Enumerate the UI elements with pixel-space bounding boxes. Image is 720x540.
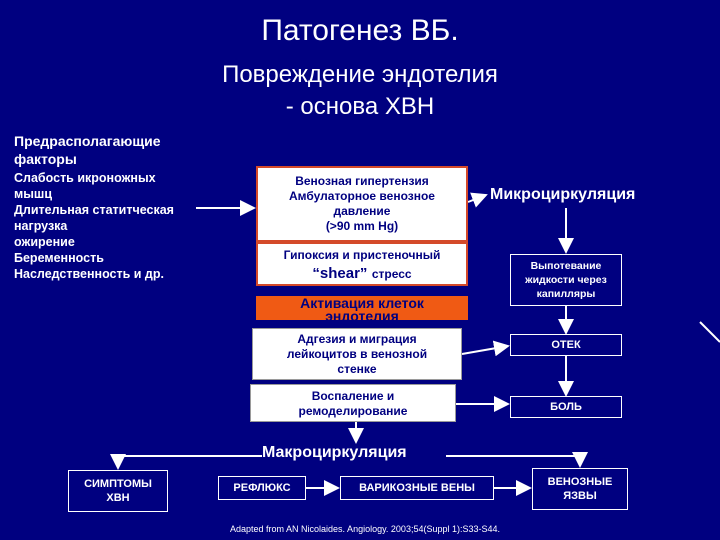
reflux-label: РЕФЛЮКС — [233, 482, 291, 494]
venous-hypertension-box: Венозная гипертензия Амбулаторное венозн… — [256, 166, 468, 242]
adhesion-box: Адгезия и миграция лейкоцитов в венозной… — [252, 328, 462, 380]
box-line: Амбулаторное венозное — [289, 189, 435, 203]
box-line: Выпотевание — [530, 260, 602, 272]
predisposing-list: Слабость икроножных мышц Длительная стат… — [14, 170, 214, 282]
list-item: нагрузка — [14, 219, 68, 233]
ulcers-box: ВЕНОЗНЫЕ ЯЗВЫ — [532, 468, 628, 510]
box-line: лейкоцитов в венозной — [286, 347, 428, 361]
list-item: Слабость икроножных — [14, 171, 156, 185]
reflux-box: РЕФЛЮКС — [218, 476, 306, 500]
subtitle-line1: Повреждение эндотелия — [222, 61, 498, 88]
shear-label: “shear” — [312, 265, 368, 282]
varicose-box: ВАРИКОЗНЫЕ ВЕНЫ — [340, 476, 494, 500]
list-item: Наследственность и др. — [14, 267, 164, 281]
inflammation-box: Воспаление и ремоделирование — [250, 384, 456, 422]
box-line: эндотелия — [325, 308, 399, 320]
box-line: жидкости через — [525, 274, 607, 286]
box-line: Венозная гипертензия — [295, 174, 429, 188]
predisposing-heading-line1: Предрасполагающие — [14, 133, 161, 149]
box-line: (>90 mm Hg) — [325, 219, 399, 233]
pain-label: БОЛЬ — [550, 401, 582, 413]
pain-box: БОЛЬ — [510, 396, 622, 418]
leakage-box: Выпотевание жидкости через капилляры — [510, 254, 622, 306]
stress-label: стресс — [371, 267, 412, 281]
list-item: ожирение — [14, 235, 75, 249]
box-line: Адгезия и миграция — [297, 332, 417, 346]
box-line: стенке — [337, 362, 377, 376]
box-line: капилляры — [536, 288, 596, 300]
list-item: мышц — [14, 187, 53, 201]
hypoxia-box: Гипоксия и пристеночный “shear” стресс — [256, 242, 468, 286]
arrow-hypertension-to-micro — [467, 192, 488, 208]
slide-title: Патогенез ВБ. — [261, 14, 459, 47]
activation-box: Активация клеток эндотелия — [256, 296, 468, 320]
box-line: ремоделирование — [298, 404, 408, 418]
macro-bracket-right — [446, 452, 588, 468]
box-line: ЯЗВЫ — [563, 490, 597, 502]
macrocirculation-label: Макроциркуляция — [262, 444, 407, 461]
citation: Adapted from AN Nicolaides. Angiology. 2… — [230, 524, 500, 534]
hypoxia-line2: “shear” стресс — [258, 265, 466, 283]
arrow-adhesion-to-edema — [461, 340, 510, 357]
hypoxia-line1: Гипоксия и пристеночный — [283, 248, 441, 262]
box-line: СИМПТОМЫ — [84, 478, 152, 490]
subtitle-line2: - основа ХВН — [285, 93, 435, 120]
box-line: Воспаление и — [311, 389, 395, 403]
box-line: ХВН — [106, 492, 130, 504]
edema-label: ОТЕК — [551, 339, 581, 351]
symptoms-box: СИМПТОМЫ ХВН — [68, 470, 168, 512]
decor-diagonal — [699, 321, 720, 343]
list-item: Беременность — [14, 251, 104, 265]
predisposing-heading-line2: факторы — [14, 151, 77, 167]
edema-box: ОТЕК — [510, 334, 622, 356]
microcirculation-label: Микроциркуляция — [490, 186, 636, 203]
list-item: Длительная статитческая — [14, 203, 174, 217]
predisposing-heading: Предрасполагающие факторы — [14, 132, 194, 168]
box-line: ВЕНОЗНЫЕ — [547, 476, 613, 488]
box-line: Активация клеток — [300, 296, 424, 311]
box-line: давление — [333, 204, 391, 218]
macro-bracket-left — [110, 454, 262, 470]
varicose-label: ВАРИКОЗНЫЕ ВЕНЫ — [359, 482, 475, 494]
